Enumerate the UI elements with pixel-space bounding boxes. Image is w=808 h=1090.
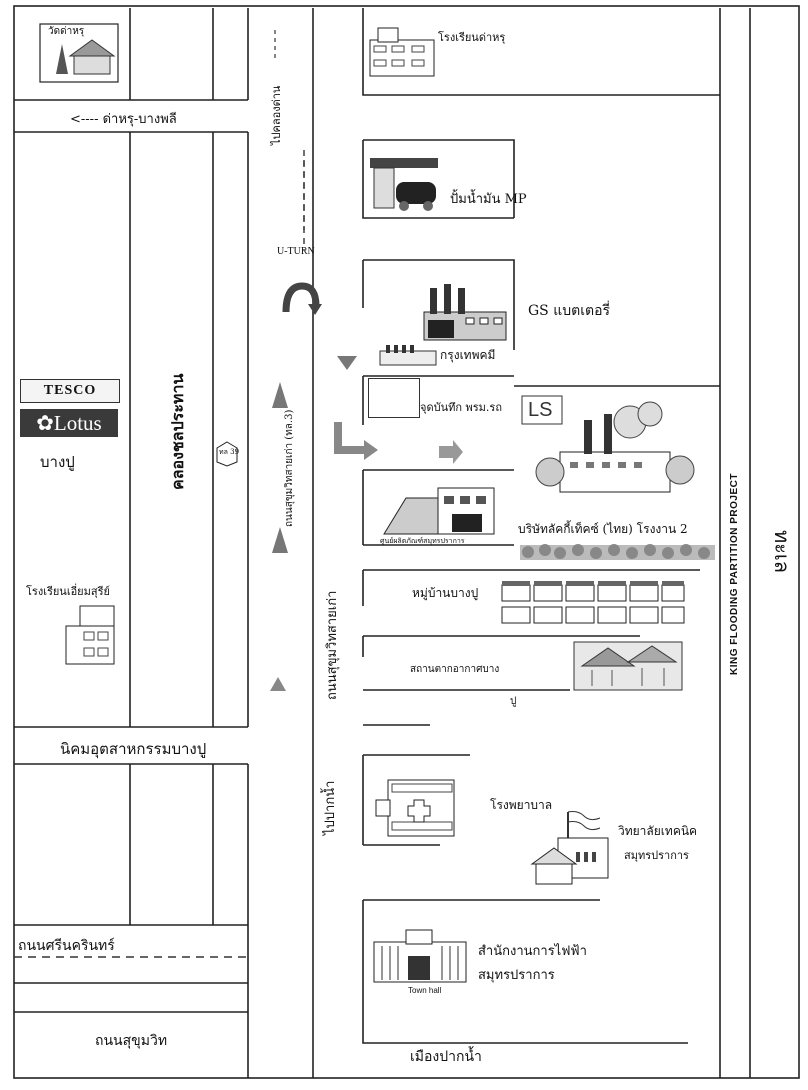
warehouse-icon <box>379 345 437 366</box>
old-sukhumvit-label: ถนนสุขุมวิทสายเก่า <box>325 590 340 700</box>
u-turn-label: U-TURN <box>277 246 315 257</box>
plot-line <box>362 8 720 96</box>
plot-line <box>362 900 688 1044</box>
gs-battery-label: GS แบตเตอรี่ <box>528 303 611 319</box>
weather-station-label-2: ปู <box>510 696 517 707</box>
to-klong-dan-label: ไปคลองด่าน <box>270 85 283 145</box>
school-left-label: โรงเรียนเอี่ยมสุรีย์ <box>26 585 110 598</box>
lotus-label: Lotus <box>53 411 102 435</box>
warehouse-icon <box>383 487 495 535</box>
temple-label: วัดด่าหรุ <box>48 26 85 37</box>
college-label: วิทยาลัยเทคนิค <box>618 824 698 838</box>
tesco-logo: TESCO <box>20 379 120 403</box>
plot-line <box>362 140 514 219</box>
direction-arrow-icon <box>272 527 288 553</box>
dept-point-label: จุดบันทึก พรม.รถ <box>420 401 502 414</box>
house-row-icon <box>501 581 685 624</box>
srinakarin-label: ถนนศรีนครินทร์ <box>18 938 115 954</box>
project-label: KING FLOODING PARTITION PROJECT <box>729 473 740 675</box>
direction-arrow-icon <box>270 677 286 691</box>
electric-label-2: สมุทรปราการ <box>478 968 555 983</box>
tree-band <box>520 544 715 560</box>
weather-station-label: สถานตากอากาศบาง <box>410 664 500 675</box>
temple-icon <box>39 23 119 83</box>
plot-line <box>363 139 515 218</box>
college-icon <box>530 811 609 885</box>
school-building-icon <box>369 27 435 77</box>
factory-company-label: บริษัทลัคกี้เท็คซ์ (ไทย) โรงงาน 2 <box>518 522 688 536</box>
sea-label: ทะเล <box>770 530 794 574</box>
gas-station-label: ปั้มน้ำมัน MP <box>450 192 527 207</box>
map-frame <box>13 5 800 1079</box>
paknam-city-label: เมืองปากน้ำ <box>410 1049 482 1065</box>
hospital-icon <box>375 779 455 837</box>
u-turn-arrow-icon <box>282 282 322 315</box>
town-hall-label: Town hall <box>408 986 442 995</box>
route-shield-label: ทล 39 <box>219 448 240 456</box>
sukhumvit-label: ถนนสุขุมวิท <box>95 1033 168 1049</box>
dept-box <box>368 378 420 418</box>
school-building-icon <box>65 605 115 665</box>
bangpu-label: บางปู <box>40 453 75 471</box>
large-factory-icon: LS <box>521 395 695 493</box>
road-dan-bangphli-label: ด่าหรุ-บางพลี <box>102 112 177 127</box>
direction-arrow-icon <box>439 440 463 464</box>
route-shield-icon <box>216 441 238 467</box>
electric-label: สำนักงานการไฟฟ้า <box>478 944 587 959</box>
hospital-label: โรงพยาบาล <box>490 798 553 812</box>
direction-arrow-icon <box>337 356 357 370</box>
lotus-logo: ✿Lotus <box>20 409 118 437</box>
factory-icon <box>423 284 507 341</box>
small-factory-label: ศูนย์ผลิตภัณฑ์สมุทรปราการ <box>380 537 465 545</box>
svg-text:LS: LS <box>528 399 552 421</box>
school-top-label: โรงเรียนด่าหรุ <box>438 31 506 44</box>
old-sukhumvit-route-label: ถนนสุขุมวิทสายเก่า (ทล.3) <box>284 409 295 527</box>
gas-station-icon <box>370 158 438 211</box>
town-hall-icon <box>373 929 467 983</box>
canal-label: คลองชลประทาน <box>168 373 187 490</box>
college-label-2: สมุทรปราการ <box>624 849 689 862</box>
plot-line <box>363 259 515 350</box>
to-paknam-label: ไปปากน้ำ <box>323 780 338 835</box>
industrial-estate-label: นิคมอุตสาหกรรมบางปู <box>60 740 207 758</box>
village-label: หมู่บ้านบางปู <box>412 586 479 600</box>
bangkok-chem-label: กรุงเทพคมี <box>440 348 496 362</box>
direction-arrow-icon <box>272 382 288 408</box>
direction-arrow-icon <box>334 422 378 460</box>
road-label: <---- ด่าหรุ-บางพลี <box>70 112 177 127</box>
resort-icon <box>573 641 683 691</box>
